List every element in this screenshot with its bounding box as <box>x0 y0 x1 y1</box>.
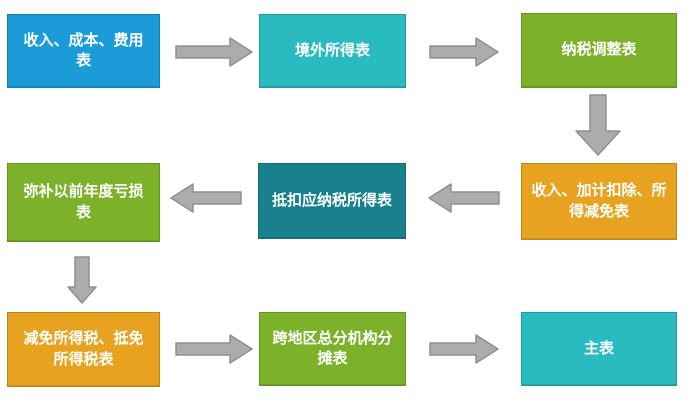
flow-node-tax-reduction-credit: 减免所得税、抵免 所得税表 <box>7 312 160 387</box>
flow-node-offset-taxable-income: 抵扣应纳税所得表 <box>258 163 406 239</box>
flow-node-label: 收入、成本、费用 表 <box>23 31 144 69</box>
flow-node-label: 减免所得税、抵免 所得税表 <box>23 330 144 368</box>
flow-node-label: 抵扣应纳税所得表 <box>271 191 392 209</box>
flow-node-label: 主表 <box>583 339 614 357</box>
arrow-down-icon <box>67 256 97 304</box>
arrow-right-icon <box>175 37 253 67</box>
flow-node-label: 弥补以前年度亏损 表 <box>23 183 144 221</box>
flow-node-cross-region-allocation: 跨地区总分机构分 摊表 <box>259 312 406 386</box>
flow-node-overseas-income: 境外所得表 <box>259 14 406 88</box>
flow-node-income-extra-deduction-relief: 收入、加计扣除、所 得减免表 <box>521 163 677 240</box>
flow-node-label: 跨地区总分机构分 摊表 <box>272 329 393 367</box>
flow-node-label: 收入、加计扣除、所 得减免表 <box>531 182 667 220</box>
arrow-right-icon <box>429 334 499 364</box>
arrow-right-icon <box>175 334 253 364</box>
arrow-down-icon <box>575 94 621 156</box>
flow-node-prior-year-loss: 弥补以前年度亏损 表 <box>7 163 160 242</box>
arrow-right-icon <box>429 37 499 67</box>
flow-node-label: 纳税调整表 <box>561 41 637 59</box>
flow-node-main-table: 主表 <box>521 312 677 386</box>
flow-node-income-cost-expense: 收入、成本、费用 表 <box>7 14 160 88</box>
arrow-left-icon <box>170 183 242 213</box>
flow-node-tax-adjustment: 纳税调整表 <box>521 13 677 88</box>
flow-node-label: 境外所得表 <box>294 41 370 59</box>
arrow-left-icon <box>428 183 500 213</box>
